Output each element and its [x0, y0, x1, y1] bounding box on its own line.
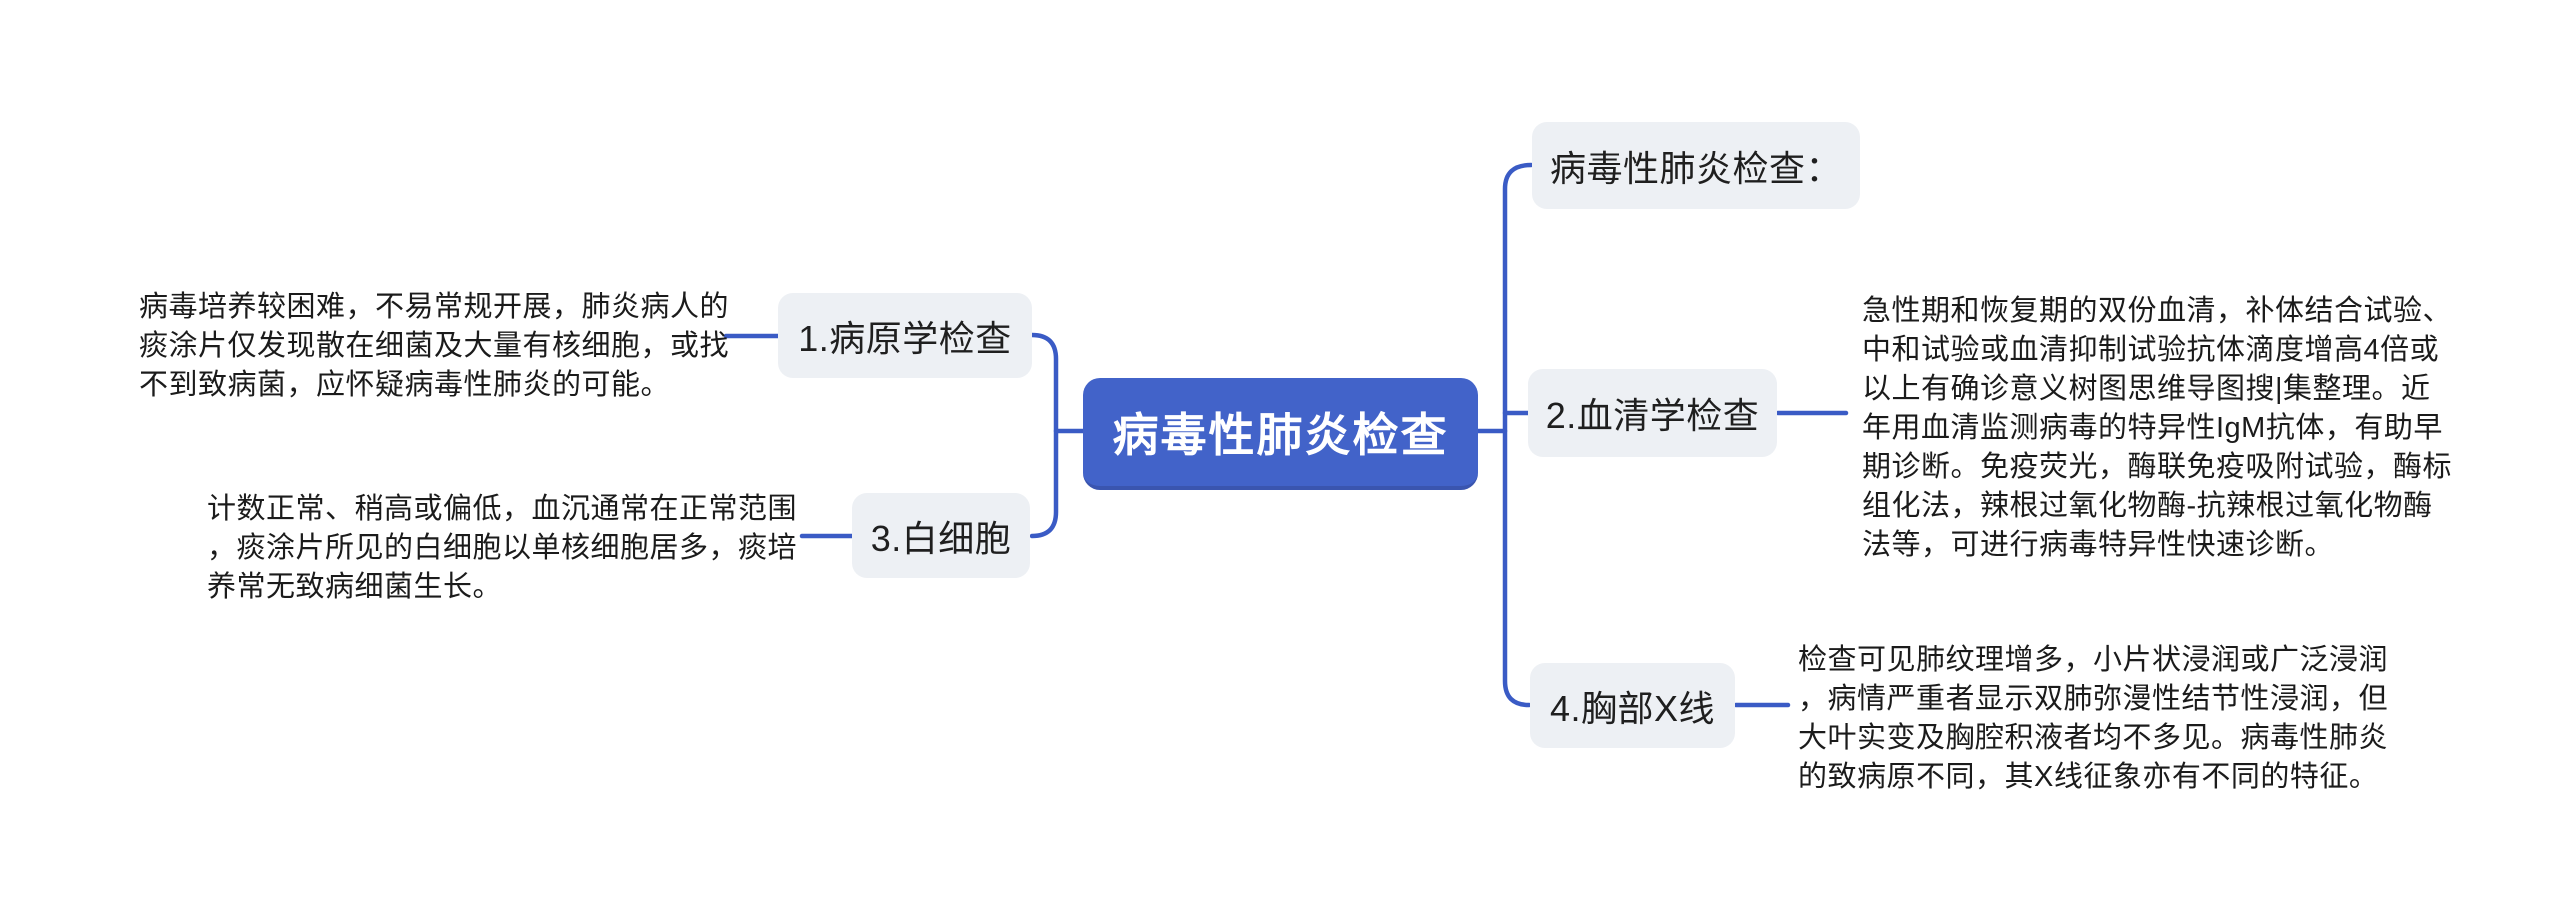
xray-description: 检查可见肺纹理增多，小片状浸润或广泛浸润 ，病情严重者显示双肺弥漫性结节性浸润，… — [1798, 644, 2389, 793]
node-pathogen[interactable]: 1.病原学检查 — [778, 293, 1032, 378]
node-serology[interactable]: 2.血清学检查 — [1528, 369, 1777, 457]
node-wbc[interactable]: 3.白细胞 — [852, 493, 1030, 578]
root-node[interactable]: 病毒性肺炎检查 — [1083, 378, 1478, 490]
pathogen-description: 病毒培养较困难，不易常规开展，肺炎病人的 痰涂片仅发现散在细菌及大量有核细胞，或… — [139, 291, 730, 401]
node-header[interactable]: 病毒性肺炎检查： — [1532, 122, 1860, 209]
connector-left-trunk — [1029, 332, 1059, 539]
wbc-description: 计数正常、稍高或偏低，血沉通常在正常范围 ，痰涂片所见的白细胞以单核细胞居多，痰… — [207, 493, 798, 603]
node-xray[interactable]: 4.胸部X线 — [1530, 663, 1735, 748]
serology-description: 急性期和恢复期的双份血清，补体结合试验、 中和试验或血清抑制试验抗体滴度增高4倍… — [1862, 295, 2453, 561]
